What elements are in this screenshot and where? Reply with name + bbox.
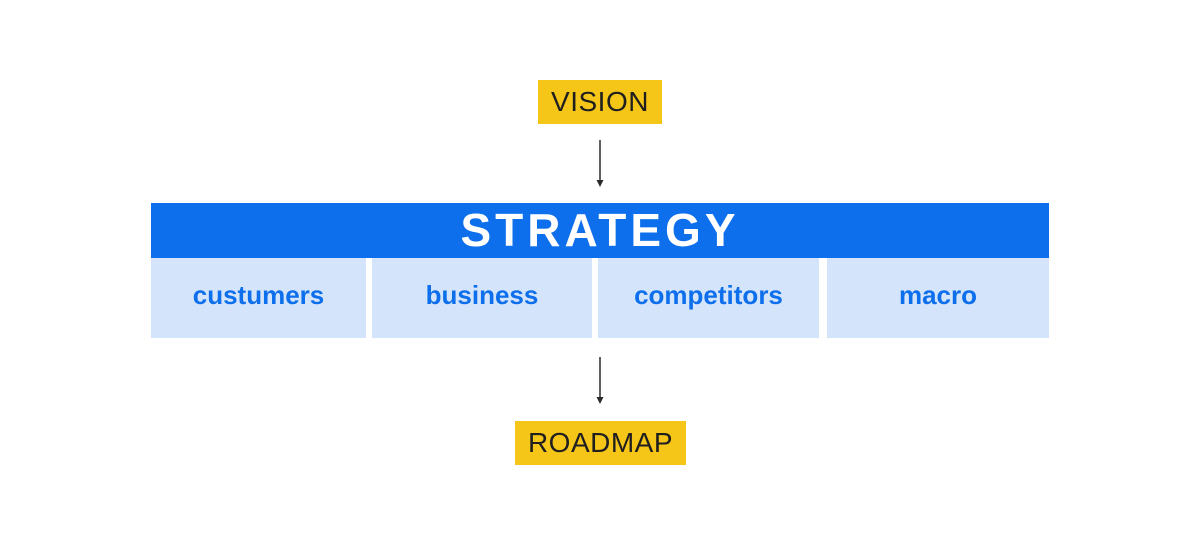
- pillar-competitors: competitors: [598, 258, 819, 338]
- arrow-down-icon: [596, 140, 604, 187]
- vision-tag: VISION: [538, 80, 662, 124]
- pillar-macro: macro: [827, 258, 1049, 338]
- strategy-pillars: custumers business competitors macro: [151, 258, 1049, 338]
- pillar-customers: custumers: [151, 258, 366, 338]
- arrow-down-icon: [596, 357, 604, 404]
- pillar-business: business: [372, 258, 592, 338]
- roadmap-tag: ROADMAP: [515, 421, 686, 465]
- strategy-header: STRATEGY: [151, 203, 1049, 258]
